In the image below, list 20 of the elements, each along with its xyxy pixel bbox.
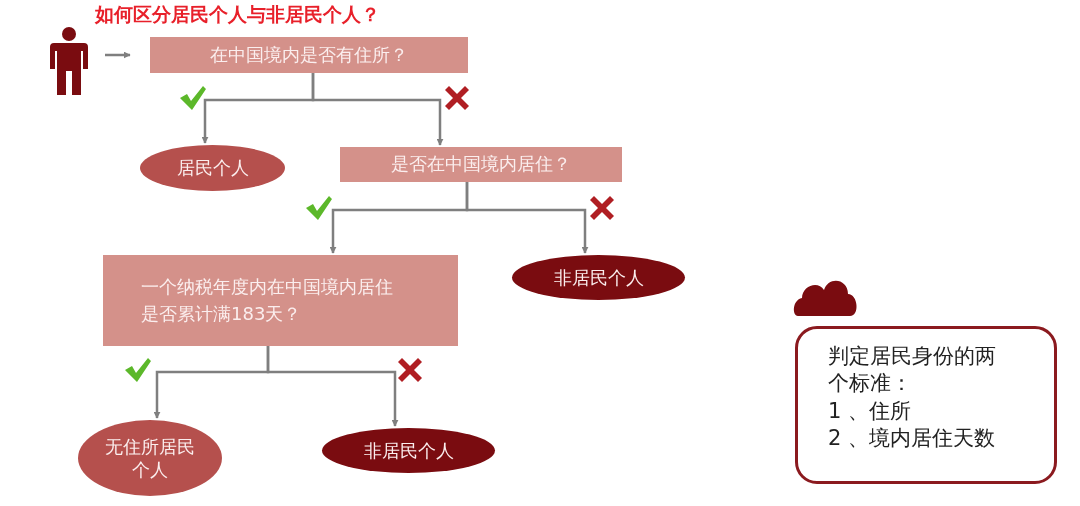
question-box — [103, 255, 458, 346]
note-item: 2 、境内居住天数 — [828, 424, 997, 452]
note-box — [795, 326, 1057, 484]
title: 如何区分居民个人与非居民个人？ — [95, 2, 380, 27]
node-label: 无住所居民个人 — [104, 434, 196, 482]
node-label: 在中国境内是否有住所？ — [210, 42, 408, 67]
arrow — [311, 73, 444, 146]
arrow — [266, 346, 399, 427]
node-label: 居民个人 — [176, 156, 249, 180]
question-box — [340, 147, 622, 182]
node-label: 非居民个人 — [553, 265, 644, 290]
question-box — [150, 37, 468, 73]
node-label: 是否在中国境内居住？ — [391, 152, 571, 177]
note-item: 1 、住所 — [828, 397, 913, 425]
node-label: 非居民个人 — [363, 438, 454, 463]
note-heading: 判定居民身份的两个标准： — [828, 343, 997, 398]
arrow — [105, 51, 131, 59]
node-label: 一个纳税年度内在中国境内居住是否累计满183天？ — [141, 275, 394, 326]
person-icon — [48, 27, 90, 95]
arrow — [465, 182, 589, 254]
